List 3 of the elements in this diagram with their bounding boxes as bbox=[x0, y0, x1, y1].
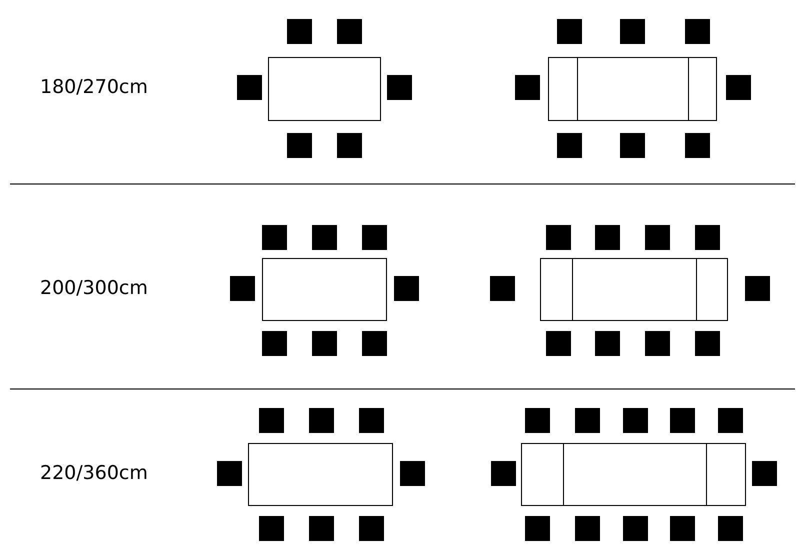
table-size-label: 200/300cm bbox=[40, 277, 148, 299]
table-size-label: 220/360cm bbox=[40, 462, 148, 484]
table-size-label: 180/270cm bbox=[40, 76, 148, 98]
